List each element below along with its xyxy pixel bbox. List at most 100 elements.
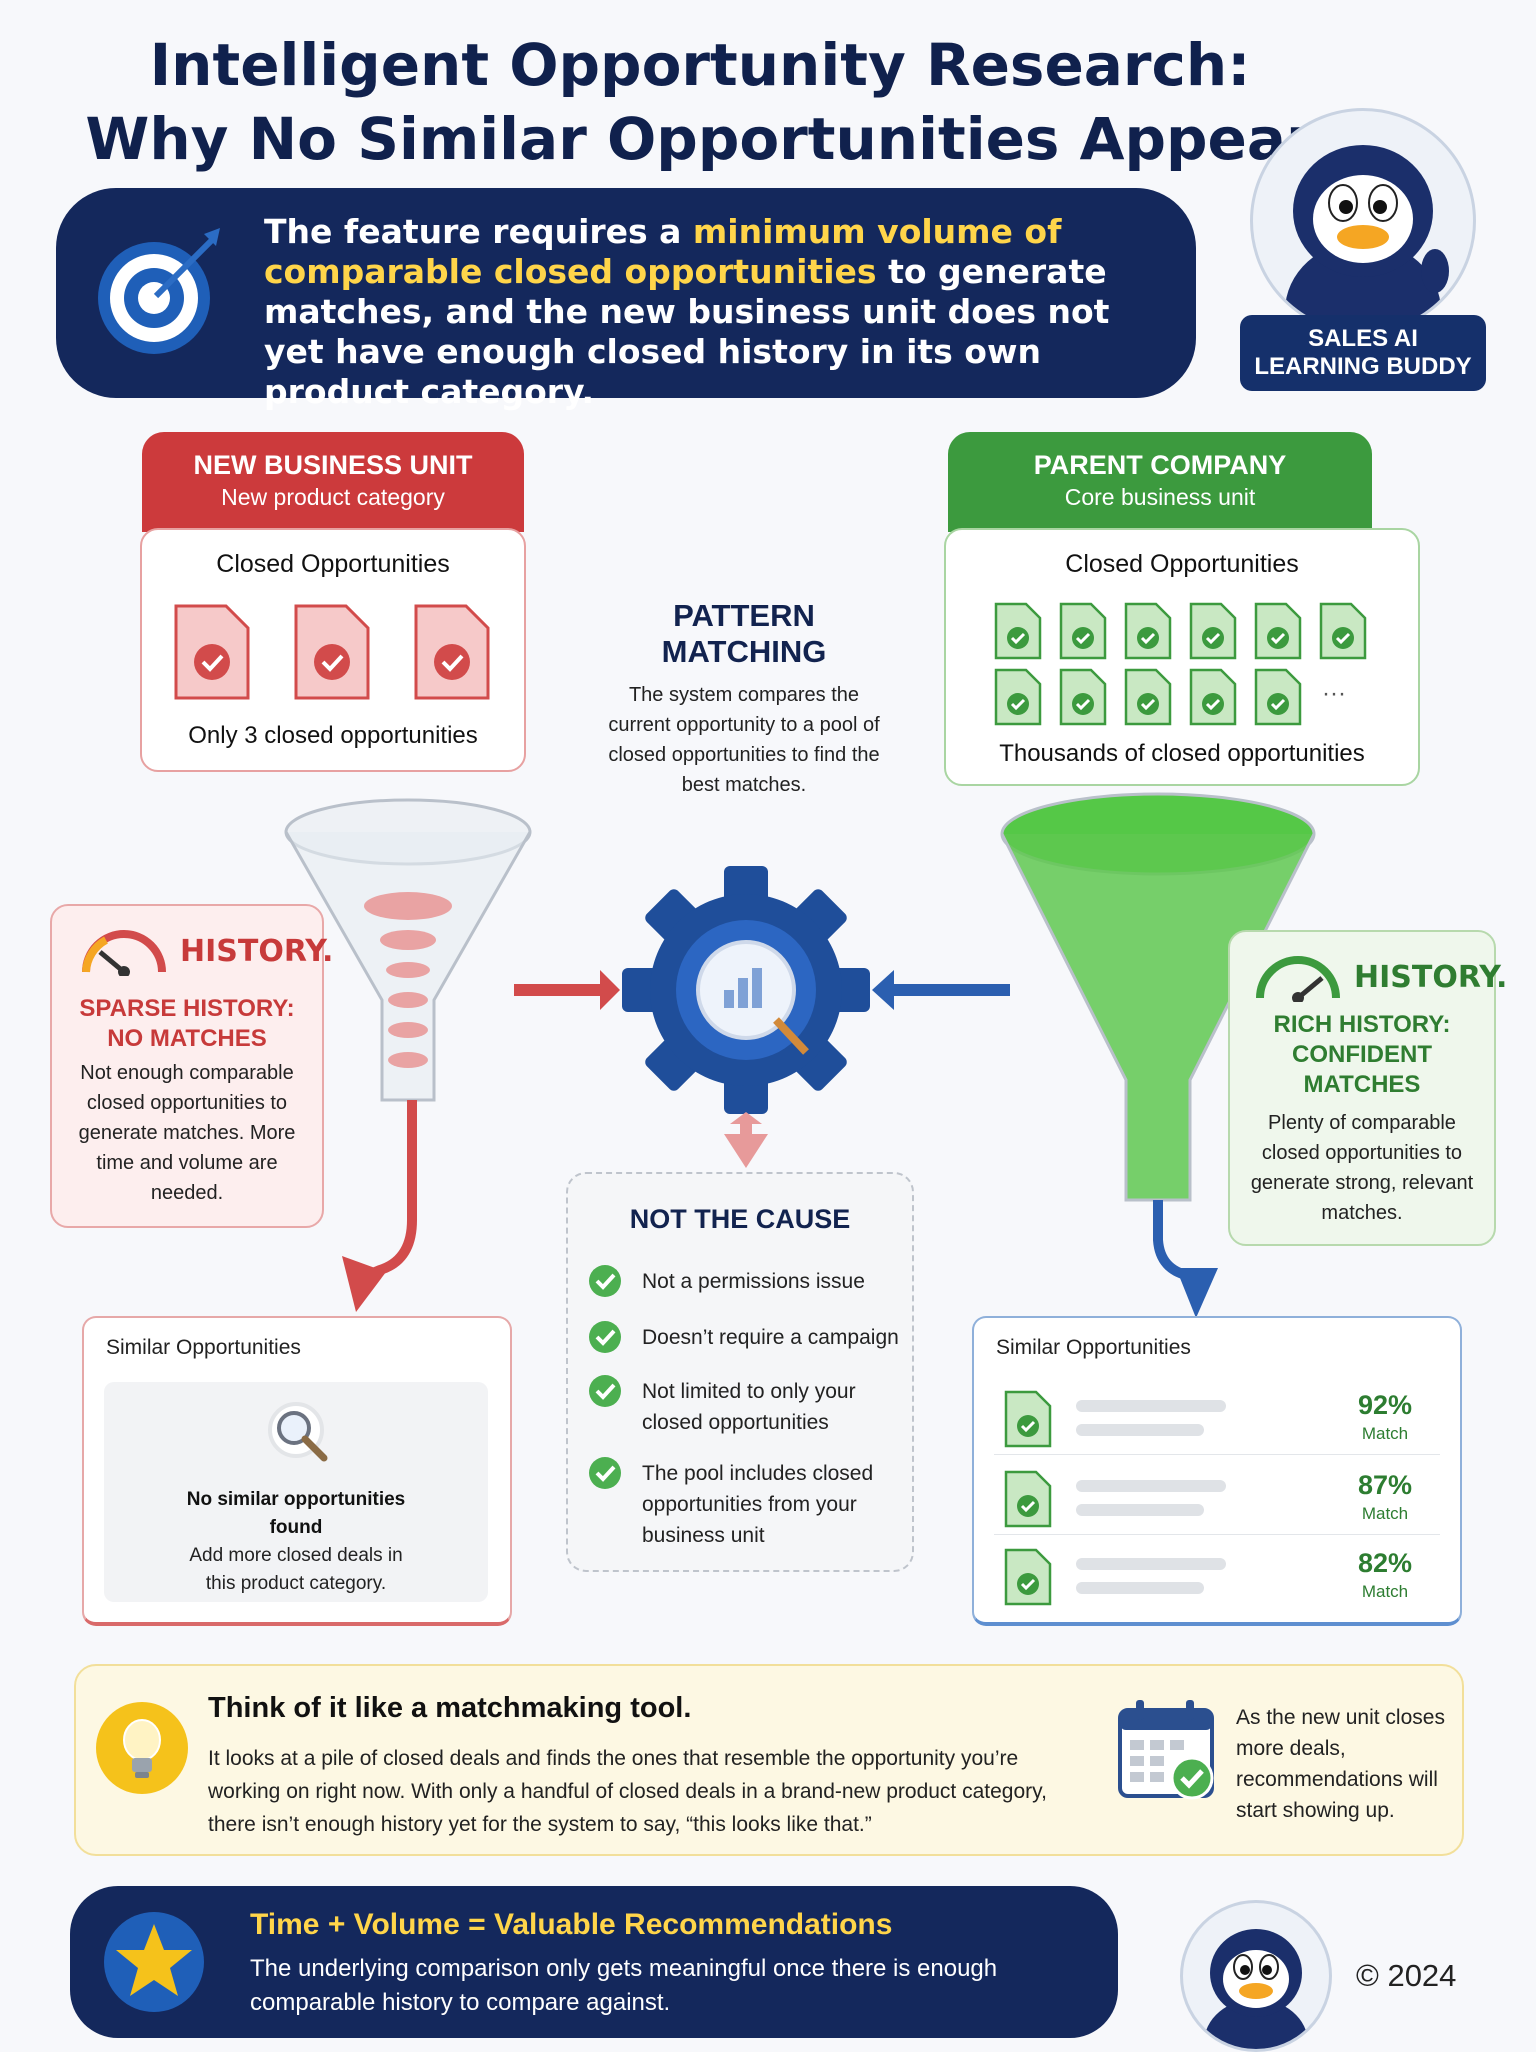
title-line-1: Intelligent Opportunity Research: [149, 31, 1251, 99]
parent-closed-box: Closed Opportunities ··· Thousands of cl… [944, 528, 1420, 786]
matchmaking-tip: Think of it like a matchmaking tool. It … [74, 1664, 1464, 1856]
parent-title: PARENT COMPANY [1033, 450, 1287, 480]
empty-state-subtitle: Add more closed deals in this product ca… [189, 1545, 403, 1594]
similar-opportunities-empty: Similar Opportunities No similar opportu… [82, 1316, 512, 1626]
match-percent: 92% [1357, 1390, 1413, 1420]
gauge-high-icon [1256, 956, 1340, 1002]
sparse-title-line-1: SPARSE HISTORY: [79, 995, 295, 1022]
empty-state-panel: No similar opportunities found Add more … [104, 1382, 488, 1602]
match-percent: 82% [1357, 1548, 1413, 1578]
pattern-matching-title: PATTERN MATCHING [600, 598, 888, 670]
banner-text-post: to generate matches, and the new busines… [264, 252, 1110, 411]
banner-highlight: minimum volume of comparable closed oppo… [264, 212, 1062, 291]
not-cause-text: Not limited to only your closed opportun… [642, 1380, 856, 1434]
sparse-history-card: HISTORY. SPARSE HISTORY: NO MATCHES Not … [50, 904, 333, 1228]
check-circle-icon [589, 1375, 621, 1407]
red-document-icon [414, 604, 490, 700]
placeholder-bar [1076, 1558, 1226, 1570]
rich-title: RICH HISTORY: CONFIDENT MATCHES [1230, 1010, 1494, 1100]
not-cause-text: Doesn’t require a campaign [642, 1326, 899, 1349]
placeholder-bar [1076, 1424, 1204, 1436]
parent-box-title: Closed Opportunities [1065, 550, 1299, 578]
sparse-desc: Not enough comparable closed opportuniti… [78, 1062, 296, 1204]
parent-ellipsis: ··· [1322, 680, 1346, 707]
summary-banner: The feature requires a minimum volume of… [56, 188, 1196, 411]
rich-title-line-3: MATCHES [1303, 1071, 1421, 1098]
match-row: 82% Match [994, 1540, 1440, 1612]
check-circle-icon [589, 1457, 621, 1489]
parent-footer: Thousands of closed opportunities [999, 740, 1365, 767]
tip-side-text: As the new unit closes more deals, recom… [1236, 1706, 1445, 1822]
not-cause-text: Not a permissions issue [642, 1270, 865, 1293]
rich-badge: HISTORY. [1354, 960, 1508, 995]
match-percent: 87% [1357, 1470, 1413, 1500]
rich-title-line-1: RICH HISTORY: [1273, 1011, 1451, 1038]
gauge-low-icon [82, 930, 166, 976]
penguin-mascot-small-icon [1180, 1900, 1332, 2052]
new-unit-box-title: Closed Opportunities [216, 550, 450, 578]
gear-icon [622, 866, 870, 1114]
parent-header: PARENT COMPANY Core business unit [948, 432, 1372, 532]
match-row: 87% Match [994, 1462, 1440, 1535]
placeholder-bar [1076, 1504, 1204, 1516]
penguin-mascot-icon [1250, 108, 1476, 334]
sparse-badge: HISTORY. [180, 934, 334, 969]
sparse-title: SPARSE HISTORY: NO MATCHES [52, 994, 322, 1054]
page-title: Intelligent Opportunity Research: Why No… [40, 28, 1360, 176]
green-document-icon [1004, 1470, 1052, 1528]
footer-title: Time + Volume = Valuable Recommendations [250, 1908, 893, 1941]
green-document-icons [994, 602, 1367, 726]
new-unit-closed-box: Closed Opportunities Only 3 closed oppor… [140, 528, 526, 772]
pattern-title-line-2: MATCHING [661, 634, 827, 669]
placeholder-bar [1076, 1480, 1226, 1492]
title-line-2: Why No Similar Opportunities Appear [85, 105, 1315, 173]
red-document-icon [294, 604, 370, 700]
match-row: 92% Match [994, 1382, 1440, 1455]
match-label: Match [1361, 1582, 1409, 1601]
rich-desc: Plenty of comparable closed opportunitie… [1250, 1112, 1474, 1224]
match-label: Match [1361, 1504, 1409, 1523]
mascot-label-line-2: LEARNING BUDDY [1254, 353, 1472, 380]
calendar-check-icon [1118, 1700, 1214, 1800]
new-unit-footer: Only 3 closed opportunities [188, 722, 478, 749]
similar-right-title: Similar Opportunities [996, 1336, 1191, 1359]
tip-body: It looks at a pile of closed deals and f… [208, 1747, 1047, 1836]
placeholder-bar [1076, 1400, 1226, 1412]
similar-opportunities-matches: Similar Opportunities 92% Match 87% Matc… [972, 1316, 1462, 1626]
parent-subtitle: Core business unit [1064, 484, 1256, 510]
footer-body: The underlying comparison only gets mean… [250, 1955, 998, 2016]
down-arrow-icon [724, 1112, 768, 1168]
target-icon [98, 228, 220, 354]
red-document-icons [174, 604, 490, 700]
empty-state-title: No similar opportunities found [186, 1489, 406, 1538]
similar-left-title: Similar Opportunities [106, 1336, 301, 1359]
footer-banner: Time + Volume = Valuable Recommendations… [70, 1886, 1118, 2038]
not-cause-text: The pool includes closed opportunities f… [642, 1462, 874, 1547]
tip-title: Think of it like a matchmaking tool. [208, 1692, 692, 1724]
check-circle-icon [589, 1265, 621, 1297]
new-unit-header: NEW BUSINESS UNIT New product category [142, 432, 524, 532]
not-the-cause-card: NOT THE CAUSE Not a permissions issue Do… [566, 1172, 914, 1572]
match-label: Match [1361, 1424, 1409, 1443]
not-the-cause-title: NOT THE CAUSE [629, 1204, 851, 1234]
check-circle-icon [589, 1321, 621, 1353]
new-unit-title: NEW BUSINESS UNIT [193, 450, 473, 480]
rich-history-card: HISTORY. RICH HISTORY: CONFIDENT MATCHES… [1228, 930, 1507, 1246]
red-document-icon [174, 604, 250, 700]
red-arrow-icon [514, 970, 620, 1010]
mascot-label-line-1: SALES AI [1308, 325, 1418, 352]
star-icon [104, 1912, 204, 2012]
sparse-title-line-2: NO MATCHES [107, 1025, 267, 1052]
green-document-icon [1004, 1390, 1052, 1448]
mascot-card: SALES AI LEARNING BUDDY [1240, 100, 1490, 391]
pattern-matching-desc: The system compares the current opportun… [608, 684, 880, 796]
new-unit-subtitle: New product category [221, 484, 445, 510]
rich-title-line-2: CONFIDENT [1292, 1041, 1432, 1068]
blue-arrow-icon [872, 970, 1010, 1010]
copyright: © 2024 [1356, 1958, 1457, 1993]
green-document-icon [1004, 1548, 1052, 1606]
banner-text: The feature requires a minimum volume of… [264, 212, 1124, 412]
banner-text-pre: The feature requires a [264, 212, 693, 251]
search-icon [268, 1402, 328, 1462]
